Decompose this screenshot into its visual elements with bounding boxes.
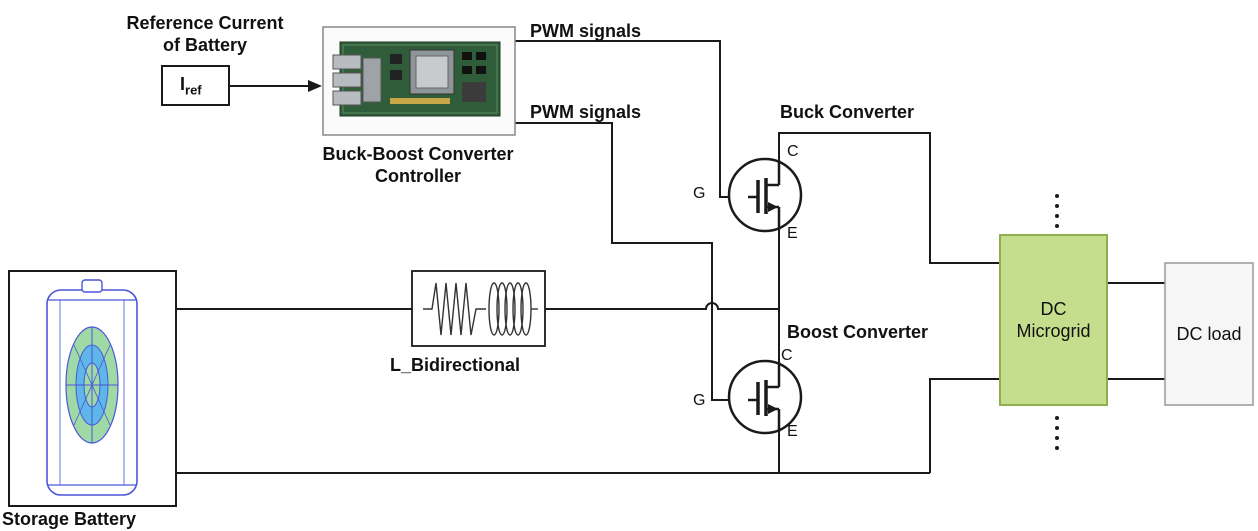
inductor-block — [411, 270, 546, 347]
pwm-bottom-label: PWM signals — [530, 102, 642, 122]
pwm-bottom-wire — [515, 122, 748, 401]
microgrid-label: DC Microgrid — [1000, 235, 1107, 405]
dc-load-label: DC load — [1176, 323, 1242, 344]
buck-pin-g: G — [693, 185, 706, 202]
microgrid-lower-wire — [929, 378, 1000, 473]
reference-current-line1: Reference Current — [126, 13, 284, 33]
microgrid-line2: Microgrid — [1016, 321, 1091, 341]
wires — [176, 40, 1165, 474]
dc-load-box — [1164, 262, 1254, 406]
controller-line2: Controller — [374, 166, 461, 186]
buck-pin-e: E — [787, 225, 798, 242]
reference-current-label: Reference Current of Battery — [90, 12, 320, 56]
storage-battery-label: Storage Battery — [2, 509, 137, 529]
iref-arrowhead — [308, 80, 322, 92]
pwm-top-label: PWM signals — [530, 21, 642, 41]
buck-collector-wire — [778, 132, 1000, 264]
inductor-label: L_Bidirectional — [390, 355, 521, 375]
microgrid-line1: DC — [1040, 299, 1067, 319]
buck-emitter-arrow — [768, 202, 778, 212]
iref-label: Iref — [180, 74, 202, 98]
boost-pin-c: C — [781, 347, 793, 364]
buck-converter-label: Buck Converter — [780, 102, 915, 122]
controller-line1: Buck-Boost Converter — [322, 144, 514, 164]
boost-pin-e: E — [787, 423, 798, 440]
buck-switch-symbol — [727, 157, 803, 233]
controller-label: Buck-Boost Converter Controller — [268, 143, 568, 187]
microgrid-continuation-dots — [1055, 194, 1059, 450]
boost-emitter-arrow — [768, 404, 778, 414]
iref-box — [161, 65, 230, 106]
controller-board-image — [322, 26, 516, 136]
boost-switch-symbol — [727, 359, 803, 435]
iref-sub: ref — [185, 82, 202, 98]
boost-converter-label: Boost Converter — [787, 322, 929, 342]
microgrid-box — [999, 234, 1108, 406]
reference-current-line2: of Battery — [162, 35, 247, 55]
buck-pin-c: C — [787, 143, 799, 160]
inductor-to-node-wire — [545, 302, 779, 310]
iref-main: I — [180, 74, 186, 94]
battery-icon — [8, 270, 177, 507]
boost-pin-g: G — [693, 392, 706, 409]
boost-emitter-wire — [176, 418, 780, 474]
